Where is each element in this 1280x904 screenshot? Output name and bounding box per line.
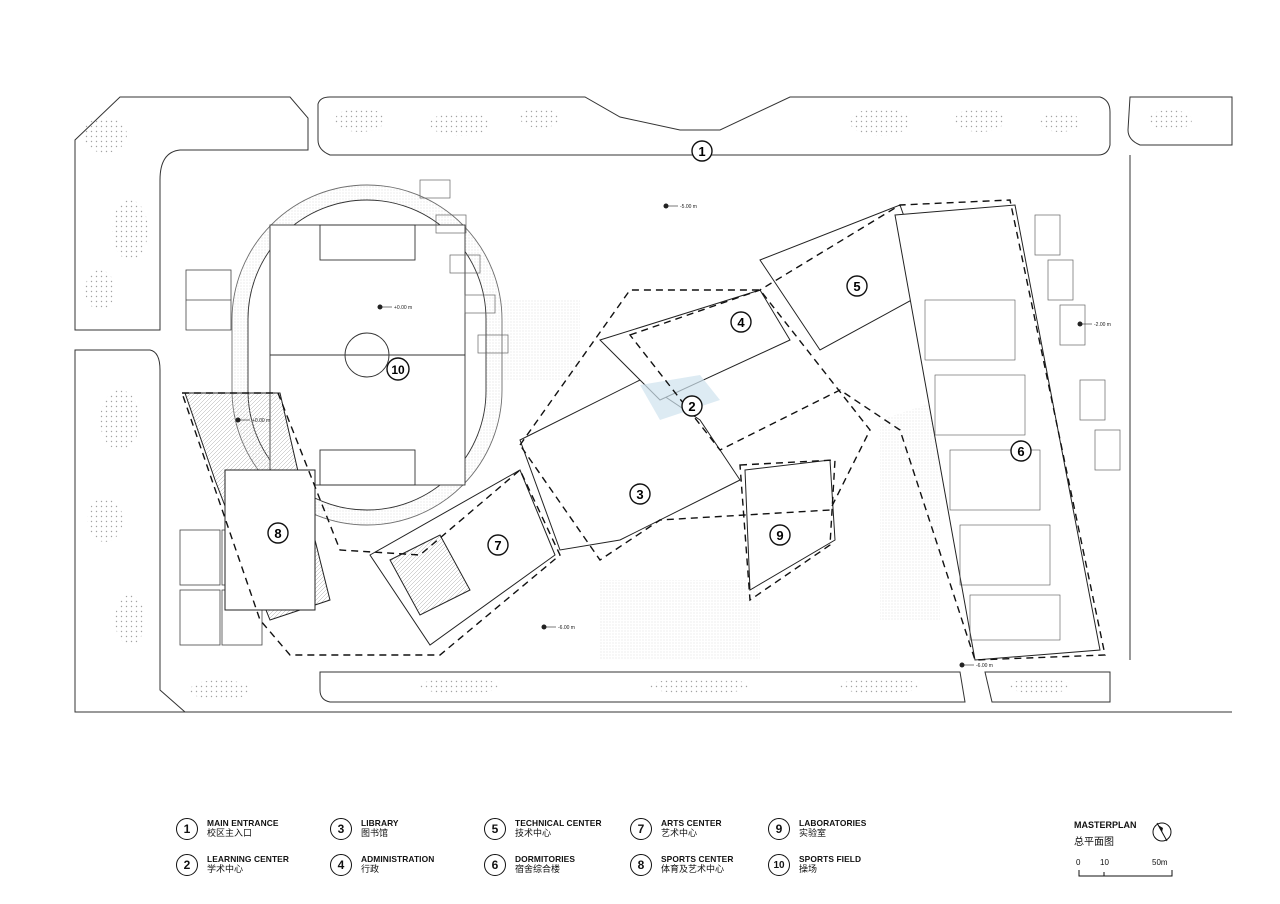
legend-number: 5 [484, 818, 506, 840]
parking [419, 179, 1121, 471]
plaza-paving [500, 300, 940, 660]
svg-text:+0.00 m: +0.00 m [394, 305, 412, 311]
legend-number: 6 [484, 854, 506, 876]
zone-outlines [181, 199, 1106, 661]
elevation-marker: -2.00 m [1077, 321, 1111, 328]
scale-bar [1078, 870, 1173, 877]
svg-text:-6.00 m: -6.00 m [976, 663, 993, 669]
drawing-title: MASTERPLAN [1074, 820, 1137, 830]
site-boundary [74, 96, 1233, 713]
legend-label-zh: 图书馆 [361, 829, 389, 839]
legend-label-zh: 操场 [799, 865, 818, 875]
site-label-8: 8 [267, 522, 289, 544]
site-label-5: 5 [846, 275, 868, 297]
svg-text:+0.00 m: +0.00 m [252, 418, 270, 424]
legend-label-zh: 实验室 [799, 829, 827, 839]
svg-text:2: 2 [688, 399, 695, 414]
legend-label-zh: 技术中心 [515, 829, 552, 839]
legend-number: 4 [330, 854, 352, 876]
elevation-marker: -5.00 m [663, 203, 697, 210]
legend-label-en: LABORATORIES [799, 818, 867, 828]
legend-number: 9 [768, 818, 790, 840]
site-label-10: 10 [386, 357, 410, 381]
landscape-planting [83, 108, 1192, 700]
site-label-3: 3 [629, 483, 651, 505]
site-label-1: 1 [691, 140, 713, 162]
legend-number: 10 [768, 854, 790, 876]
elevation-marker: -6.00 m [959, 662, 993, 669]
legend-label-zh: 学术中心 [207, 865, 244, 875]
legend-label-en: ADMINISTRATION [361, 854, 435, 864]
legend-number: 2 [176, 854, 198, 876]
legend-label-en: TECHNICAL CENTER [515, 818, 602, 828]
legend-number: 1 [176, 818, 198, 840]
svg-text:5: 5 [853, 279, 860, 294]
svg-text:7: 7 [494, 538, 501, 553]
svg-text:-2.00 m: -2.00 m [1094, 322, 1111, 328]
svg-text:10: 10 [391, 363, 405, 377]
legend-label-zh: 艺术中心 [661, 829, 698, 839]
legend-label-en: LEARNING CENTER [207, 854, 289, 864]
legend-label-en: DORMITORIES [515, 854, 576, 864]
svg-text:8: 8 [274, 526, 281, 541]
north-arrow-icon [1152, 822, 1172, 842]
legend-number: 3 [330, 818, 352, 840]
elevation-marker: +0.00 m [235, 417, 270, 424]
scale-label: 50m [1152, 858, 1168, 867]
scale-label: 10 [1100, 858, 1109, 867]
legend-label-zh: 体育及艺术中心 [661, 865, 725, 875]
sports-field [231, 184, 503, 526]
svg-text:3: 3 [636, 487, 643, 502]
site-label-4: 4 [730, 311, 752, 333]
legend-label-en: SPORTS FIELD [799, 854, 862, 864]
legend-label-en: ARTS CENTER [661, 818, 722, 828]
svg-text:6: 6 [1017, 444, 1024, 459]
site-label-2: 2 [681, 395, 703, 417]
legend-label-zh: 宿舍综合楼 [515, 865, 561, 875]
legend-label-en: MAIN ENTRANCE [207, 818, 279, 828]
scale-label: 0 [1076, 858, 1081, 867]
elevation-markers: -5.00 m -2.00 m +0.00 m +0.00 m -6.00 m … [235, 203, 1111, 669]
elevation-marker: +0.00 m [377, 304, 412, 311]
legend-number: 8 [630, 854, 652, 876]
site-label-7: 7 [487, 534, 509, 556]
drawing-title-zh: 总平面图 [1074, 837, 1114, 848]
site-labels: 1 2 3 4 5 6 7 8 9 10 [267, 140, 1032, 556]
title-block: MASTERPLAN 总平面图 0 10 50m [1074, 820, 1184, 880]
svg-text:4: 4 [737, 315, 745, 330]
legend-label-zh: 行政 [361, 865, 380, 875]
legend-number: 7 [630, 818, 652, 840]
legend-label-en: LIBRARY [361, 818, 399, 828]
svg-text:-5.00 m: -5.00 m [680, 204, 697, 210]
site-label-9: 9 [769, 524, 791, 546]
legend-label-en: SPORTS CENTER [661, 854, 734, 864]
masterplan-drawing: 1 2 3 4 5 6 7 8 9 10 -5.00 m -2.00 m +0.… [74, 96, 1233, 713]
site-label-6: 6 [1010, 440, 1032, 462]
elevation-marker: -6.00 m [541, 624, 575, 631]
svg-text:-6.00 m: -6.00 m [558, 625, 575, 631]
water-feature [640, 375, 720, 420]
svg-text:9: 9 [776, 528, 783, 543]
legend-label-zh: 校区主入口 [207, 829, 253, 839]
site-label-text: 1 [698, 144, 705, 159]
